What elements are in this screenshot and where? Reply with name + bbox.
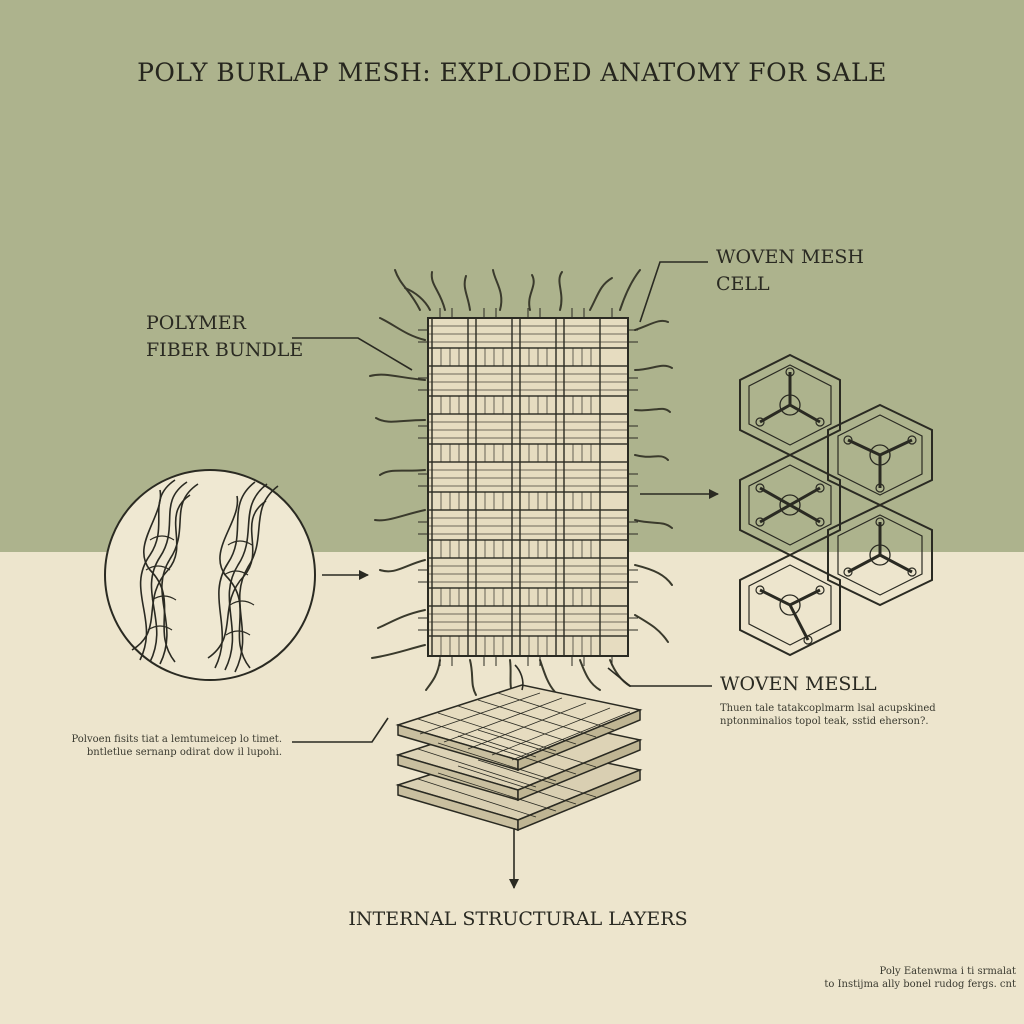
structural-layers-label: INTERNAL STRUCTURAL LAYERS xyxy=(348,908,688,930)
hex-cell xyxy=(739,453,841,557)
fiber-bundle-label: POLYMER FIBER BUNDLE xyxy=(146,310,303,364)
hex-cell xyxy=(827,403,933,507)
woven-mesh-note-line2: nptonminalios topol teak, sstid eherson?… xyxy=(720,716,929,727)
fiber-bundle-label-line2: FIBER BUNDLE xyxy=(146,339,304,361)
fiber-bundle-magnifier xyxy=(104,469,316,681)
mesh-cell-label: WOVEN MESH CELL xyxy=(716,244,864,298)
footer-note-line1: Poly Eatenwma i ti srmalat xyxy=(879,966,1017,977)
fringe-ticks xyxy=(418,308,638,666)
leader-lines xyxy=(292,261,719,889)
mesh-cells-cluster xyxy=(739,353,933,657)
structural-layers-stack xyxy=(395,664,643,832)
diagram-title: POLY BURLAP MESH: EXPLODED ANATOMY FOR S… xyxy=(137,58,887,87)
woven-mesh-panel xyxy=(369,269,673,699)
fiber-note-line1: Polvoen fisits tiat a lemtumeicep lo tim… xyxy=(71,734,282,745)
woven-mesh-note: Thuen tale tatakcoplmarm lsal acupskined… xyxy=(720,702,1000,728)
mesh-cell-label-line2: CELL xyxy=(716,273,770,295)
hex-cell xyxy=(827,503,933,607)
woven-mesh-note-line1: Thuen tale tatakcoplmarm lsal acupskined xyxy=(720,703,936,714)
hex-cell xyxy=(739,553,841,657)
woven-mesh-label: WOVEN MESLL xyxy=(720,673,877,695)
weave-hatching xyxy=(428,325,628,656)
footer-note: Poly Eatenwma i ti srmalat to Instijma a… xyxy=(740,965,1016,991)
footer-note-line2: to Instijma ally bonel rudog fergs. cnt xyxy=(824,979,1016,990)
fiber-bundle-label-line1: POLYMER xyxy=(146,312,246,334)
hex-cell xyxy=(739,353,841,457)
mesh-cell-label-line1: WOVEN MESH xyxy=(716,246,864,268)
fiber-note: Polvoen fisits tiat a lemtumeicep lo tim… xyxy=(60,733,282,759)
fiber-note-line2: bntletlue sernanp odirat dow il lupohi. xyxy=(86,747,282,758)
